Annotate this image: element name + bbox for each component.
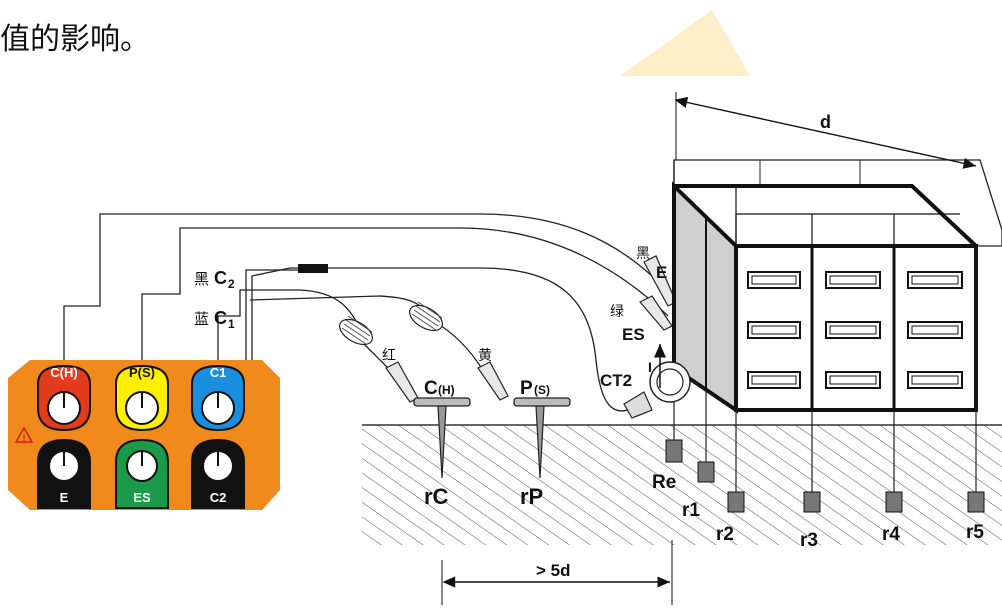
terminal-label-ps: P(S) <box>129 365 155 380</box>
label-yellow: 黄 <box>478 347 492 364</box>
label-c2-sub: 2 <box>228 277 235 291</box>
label-current: I <box>648 359 652 375</box>
label-c1-sub: 1 <box>228 317 235 331</box>
terminal-label-e: E <box>60 490 69 505</box>
label-electrode-r5: r5 <box>966 522 984 543</box>
label-electrode-r1: r1 <box>682 500 700 521</box>
label-es: ES <box>622 325 645 344</box>
terminal-c1[interactable] <box>191 364 245 432</box>
label-probe-p-sub: (S) <box>534 383 550 397</box>
label-green: 绿 <box>610 304 624 320</box>
label-probe-p: P <box>520 378 533 399</box>
label-electrode-r4: r4 <box>882 524 900 545</box>
terminal-es[interactable] <box>115 438 169 509</box>
clip-red <box>385 361 419 403</box>
wire-reel-yellow <box>409 301 443 332</box>
electrode-r2 <box>727 491 745 513</box>
label-red: 红 <box>382 348 396 364</box>
label-c2: C <box>214 268 227 288</box>
probe-c <box>413 397 471 479</box>
clip-yellow <box>477 361 509 401</box>
terminal-label-ch: C(H) <box>50 365 77 380</box>
label-ct2: CT2 <box>600 371 632 390</box>
dimension-d-arrow <box>674 96 977 169</box>
terminal-ch[interactable] <box>37 364 91 432</box>
label-c1-color: 蓝 <box>194 310 209 328</box>
label-rc: rC <box>424 484 449 509</box>
label-c2-color: 黑 <box>194 270 209 288</box>
label-probe-c-sub: (H) <box>438 383 455 397</box>
decorative-triangle <box>620 10 750 76</box>
label-black: 黑 <box>636 246 650 262</box>
label-electrode-r3: r3 <box>800 530 818 551</box>
terminal-label-c2: C2 <box>210 490 227 505</box>
electrode-r4 <box>885 491 903 513</box>
label-electrode-r2: r2 <box>716 524 734 545</box>
label-e: E <box>656 263 667 282</box>
ct2-clamp <box>623 361 691 419</box>
electrode-r1 <box>697 461 715 483</box>
terminal-e[interactable] <box>37 438 91 509</box>
electrode-r5 <box>967 491 985 513</box>
label-rp: rP <box>520 484 543 509</box>
electrode-re <box>665 439 683 463</box>
terminal-ps[interactable] <box>115 364 169 432</box>
electrode-wires <box>673 246 977 492</box>
terminal-label-c1: C1 <box>210 365 227 380</box>
building <box>672 159 1002 414</box>
label-spacing: > 5d <box>536 561 571 580</box>
terminal-c2[interactable] <box>191 438 245 509</box>
probe-p <box>513 397 571 479</box>
meter-panel: ! <box>8 360 280 510</box>
label-dimension-d: d <box>820 112 831 132</box>
warning-icon <box>14 426 34 443</box>
label-probe-c: C <box>424 378 438 399</box>
label-electrode-re: Re <box>652 472 676 493</box>
label-c1: C <box>214 308 227 328</box>
terminal-label-es: ES <box>133 490 151 505</box>
splitter-block <box>298 264 328 273</box>
electrode-r3 <box>803 491 821 513</box>
warning-symbol: ! <box>23 433 26 443</box>
heading-text: 值的影响。 <box>0 22 150 57</box>
wire-reel-red <box>339 315 373 346</box>
